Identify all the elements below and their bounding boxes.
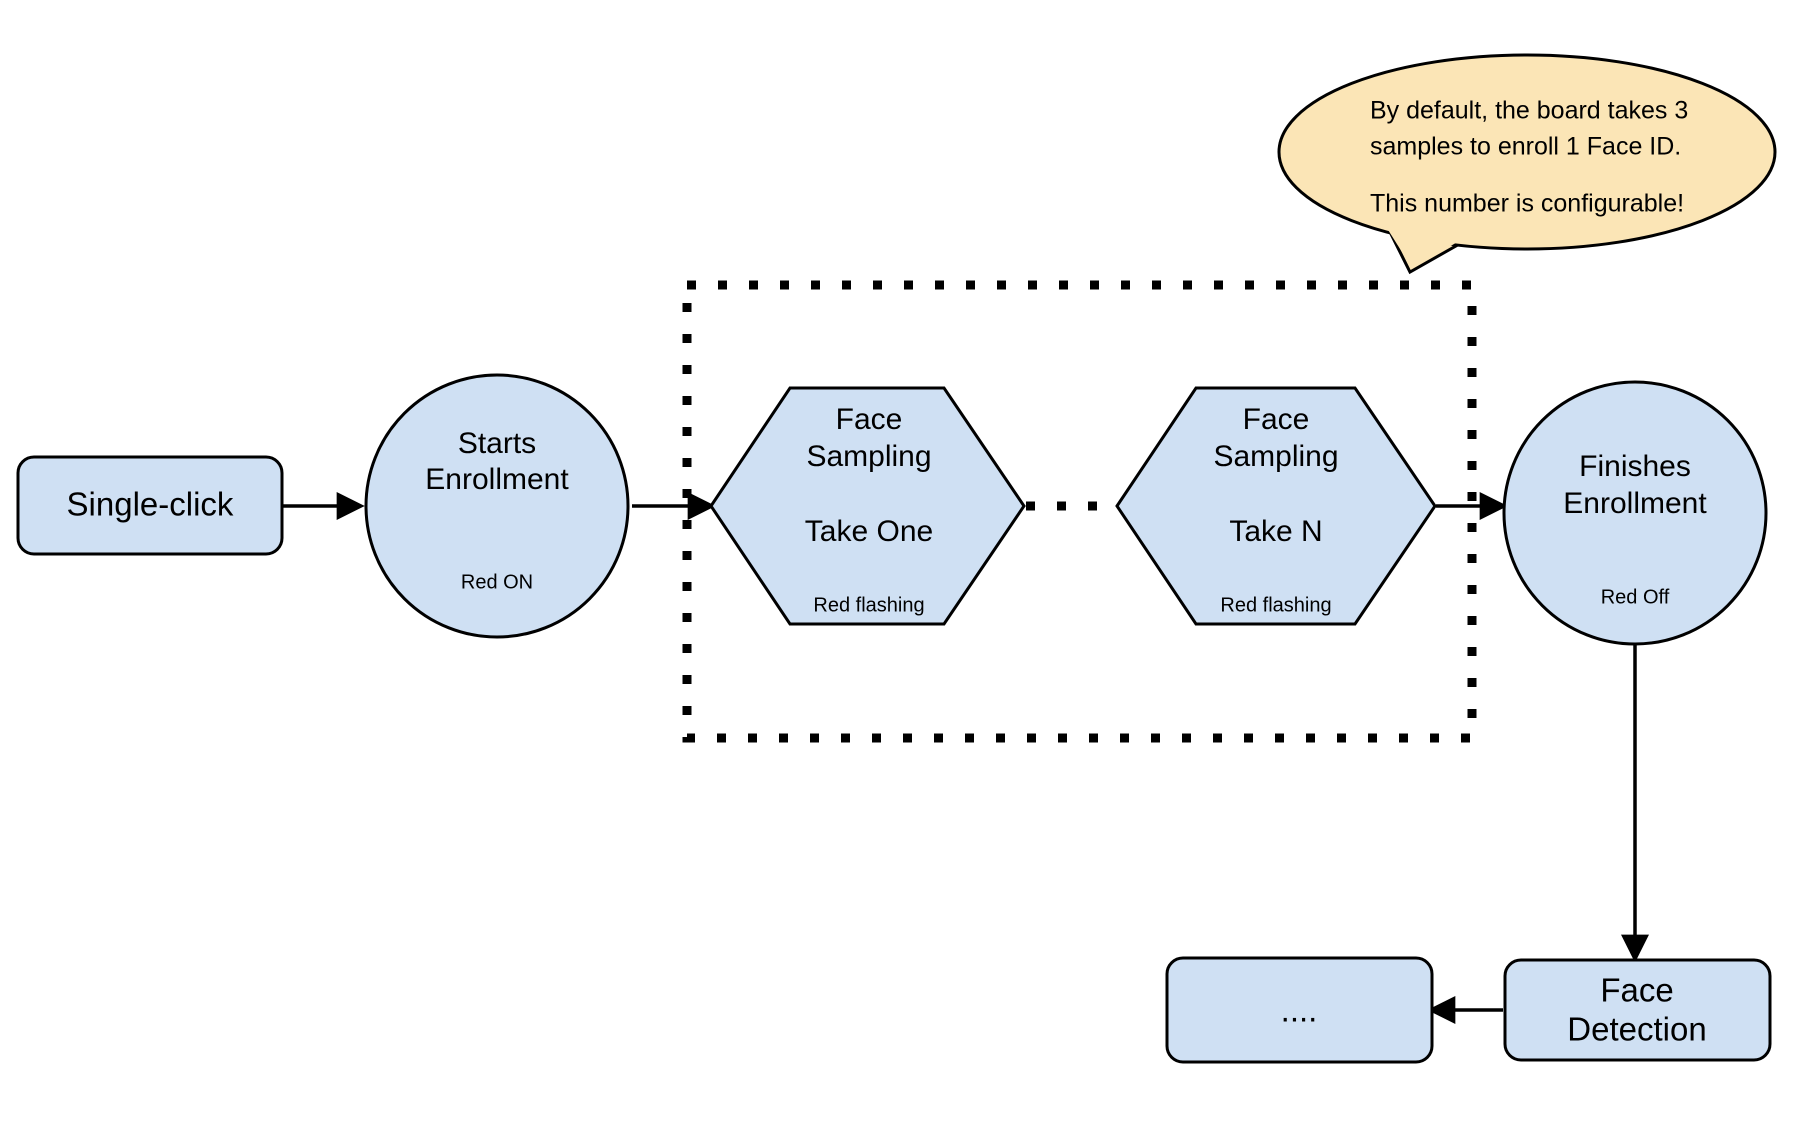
node-single-click[interactable]: Single-click <box>16 455 284 556</box>
callout-line-1: By default, the board takes 3 <box>1370 97 1688 125</box>
ellipsis-box-shape[interactable] <box>1165 956 1434 1064</box>
face-detection-label-line1: Face <box>1600 972 1673 1009</box>
node-face-sampling-n[interactable]: Face Sampling Take N Red flashing <box>1115 386 1437 626</box>
face-detection-label-line2: Detection <box>1567 1011 1706 1048</box>
starts-enrollment-label-line1: Starts <box>458 427 536 460</box>
callout-tail-outline <box>1385 225 1468 268</box>
face-sampling-one-label-line1: Face <box>836 403 903 436</box>
single-click-label: Single-click <box>67 486 234 523</box>
callout-line-3: This number is configurable! <box>1370 190 1684 218</box>
ellipsis-box-label: .... <box>1281 992 1318 1029</box>
callout-bubble <box>1277 53 1777 251</box>
starts-enrollment-label-line2: Enrollment <box>425 463 569 496</box>
single-click-shape[interactable] <box>16 455 284 556</box>
face-sampling-one-take: Take One <box>805 515 933 548</box>
starts-enrollment-status: Red ON <box>461 571 533 593</box>
callout-line-2: samples to enroll 1 Face ID. <box>1370 133 1681 161</box>
face-sampling-one-status: Red flashing <box>813 594 924 616</box>
node-face-sampling-one[interactable]: Face Sampling Take One Red flashing <box>709 386 1026 626</box>
face-sampling-n-shape[interactable] <box>1115 386 1437 626</box>
face-sampling-n-take: Take N <box>1229 515 1322 548</box>
face-sampling-n-label-line2: Sampling <box>1213 440 1338 473</box>
face-sampling-n-status: Red flashing <box>1220 594 1331 616</box>
face-detection-shape[interactable] <box>1503 958 1772 1062</box>
callout-note: By default, the board takes 3 samples to… <box>1277 53 1777 275</box>
face-sampling-one-shape[interactable] <box>709 386 1026 626</box>
finishes-enrollment-shape[interactable] <box>1502 380 1768 646</box>
node-starts-enrollment[interactable]: Starts Enrollment Red ON <box>364 373 630 639</box>
node-finishes-enrollment[interactable]: Finishes Enrollment Red Off <box>1502 380 1768 646</box>
finishes-enrollment-label-line1: Finishes <box>1579 450 1691 483</box>
node-ellipsis-box[interactable]: .... <box>1165 956 1434 1064</box>
starts-enrollment-shape[interactable] <box>364 373 630 639</box>
face-sampling-one-label-line2: Sampling <box>806 440 931 473</box>
face-sampling-n-label-line1: Face <box>1243 403 1310 436</box>
finishes-enrollment-status: Red Off <box>1601 586 1670 608</box>
node-face-detection[interactable]: Face Detection <box>1503 958 1772 1062</box>
finishes-enrollment-label-line2: Enrollment <box>1563 487 1707 520</box>
